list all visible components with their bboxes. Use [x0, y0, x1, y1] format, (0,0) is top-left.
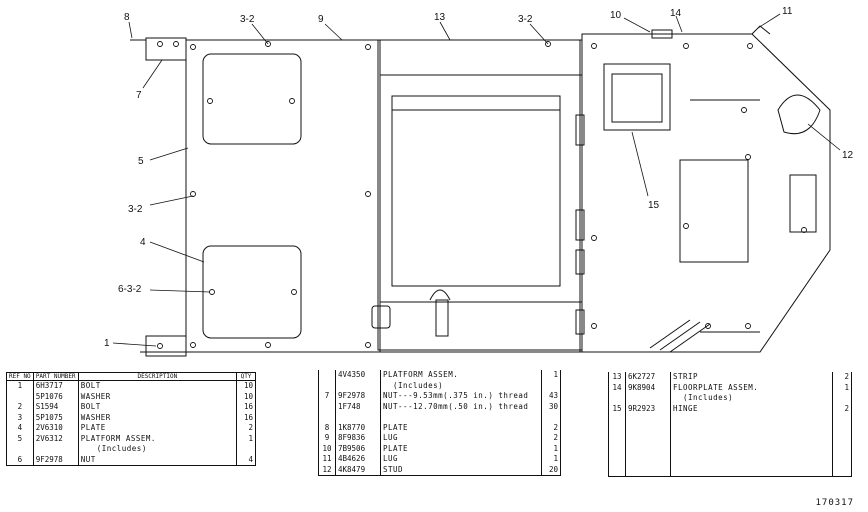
- lower-cutout: [202, 245, 302, 339]
- center-platform: [377, 39, 583, 351]
- stud-cluster: [777, 94, 821, 135]
- upper-cutout: [202, 53, 302, 145]
- floorplate-window: [603, 63, 671, 131]
- table-row: [318, 412, 561, 423]
- center-inner-plate: [391, 95, 561, 287]
- callout-1: 1: [104, 338, 110, 349]
- callout-6-3-2: 6-3-2: [118, 284, 142, 295]
- callout-3-2-left: 3-2: [128, 204, 143, 215]
- lug-bracket-top: [145, 37, 187, 61]
- platform-exploded-diagram: 8 7 3-2 9 13 3-2 10 14 11 12 5 3-2 4 6-3…: [104, 6, 854, 357]
- figure-number: 170317: [815, 498, 854, 508]
- floorplate-assembly: [581, 33, 831, 353]
- callout-11: 11: [782, 6, 793, 17]
- left-platform-panel: [185, 39, 381, 353]
- header-ref-no: REF NO: [6, 372, 34, 381]
- callout-9: 9: [318, 14, 324, 25]
- table-row: (Includes): [608, 393, 852, 404]
- header-qty: QTY: [236, 372, 256, 381]
- callout-3-2-top-right: 3-2: [518, 14, 533, 25]
- lug-bracket-bottom: [145, 335, 187, 357]
- floorplate-cutout: [679, 159, 749, 263]
- callout-4: 4: [140, 237, 146, 248]
- callout-13: 13: [434, 12, 446, 23]
- table-row: [608, 414, 852, 477]
- callout-15: 15: [648, 200, 660, 211]
- header-part-number: PART NUMBER: [33, 372, 79, 381]
- table-row: (Includes): [318, 380, 561, 391]
- callout-12: 12: [842, 150, 854, 161]
- callout-14: 14: [670, 8, 682, 19]
- callout-5: 5: [138, 156, 144, 167]
- callout-3-2-top-left: 3-2: [240, 14, 255, 25]
- callout-7: 7: [136, 90, 142, 101]
- header-description: DESCRIPTION: [78, 372, 238, 381]
- callout-8: 8: [124, 12, 130, 23]
- callout-10: 10: [610, 10, 622, 21]
- table-row: (Includes): [6, 444, 256, 455]
